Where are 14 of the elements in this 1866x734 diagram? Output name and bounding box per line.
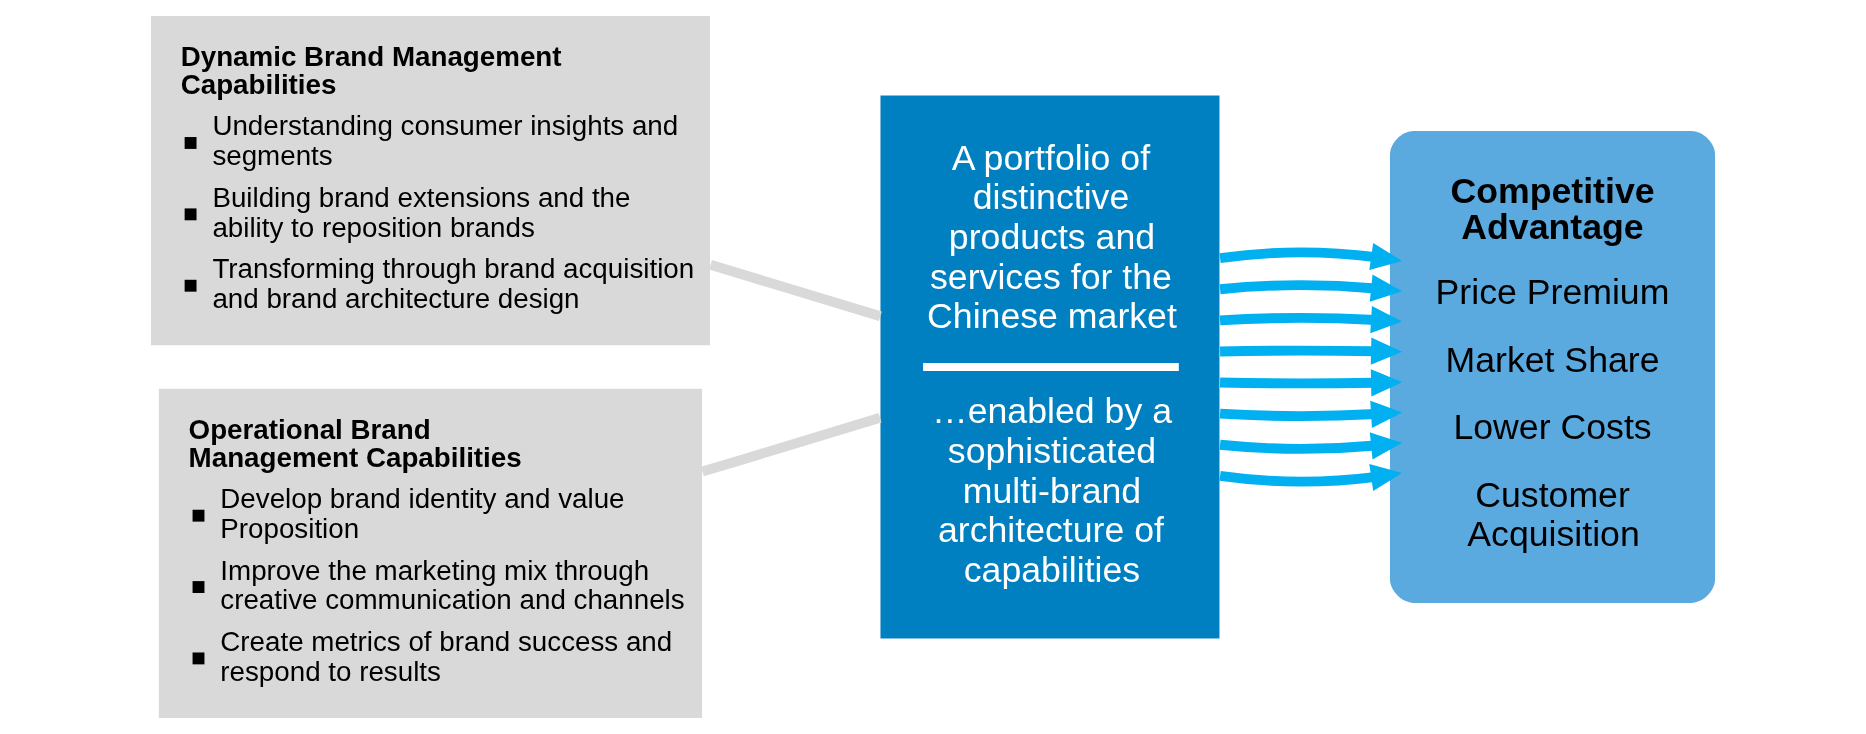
arrow	[1219, 400, 1403, 428]
arrow	[1219, 274, 1403, 302]
node-box: Competitive Advantage Price Premium Market Share Lower Costs Customer Acquisition	[1389, 131, 1716, 603]
node-box: Operational Brand Management Capabilities Develop brand identity and value Proposition Improve the marketing mix through creative communication and channels Create metrics of brand success and respond to results	[158, 388, 703, 718]
node-box: Dynamic Brand Management Capabilities Understanding consumer insights and segments Building brand extensions and the ability to reposition brands Transforming through brand acquisition and brand architecture design	[150, 16, 710, 346]
node-box: A portfolio of distinctive products and services for the Chinese market …enabled by a sophisticated multi-brand architecture of capabilities	[880, 95, 1220, 639]
connector	[709, 260, 882, 321]
arrow	[1219, 306, 1403, 334]
arrow	[1219, 463, 1403, 491]
connector	[701, 413, 882, 477]
arrow	[1219, 337, 1403, 365]
arrow	[1219, 369, 1403, 397]
arrow	[1219, 432, 1403, 460]
arrow	[1219, 243, 1403, 271]
